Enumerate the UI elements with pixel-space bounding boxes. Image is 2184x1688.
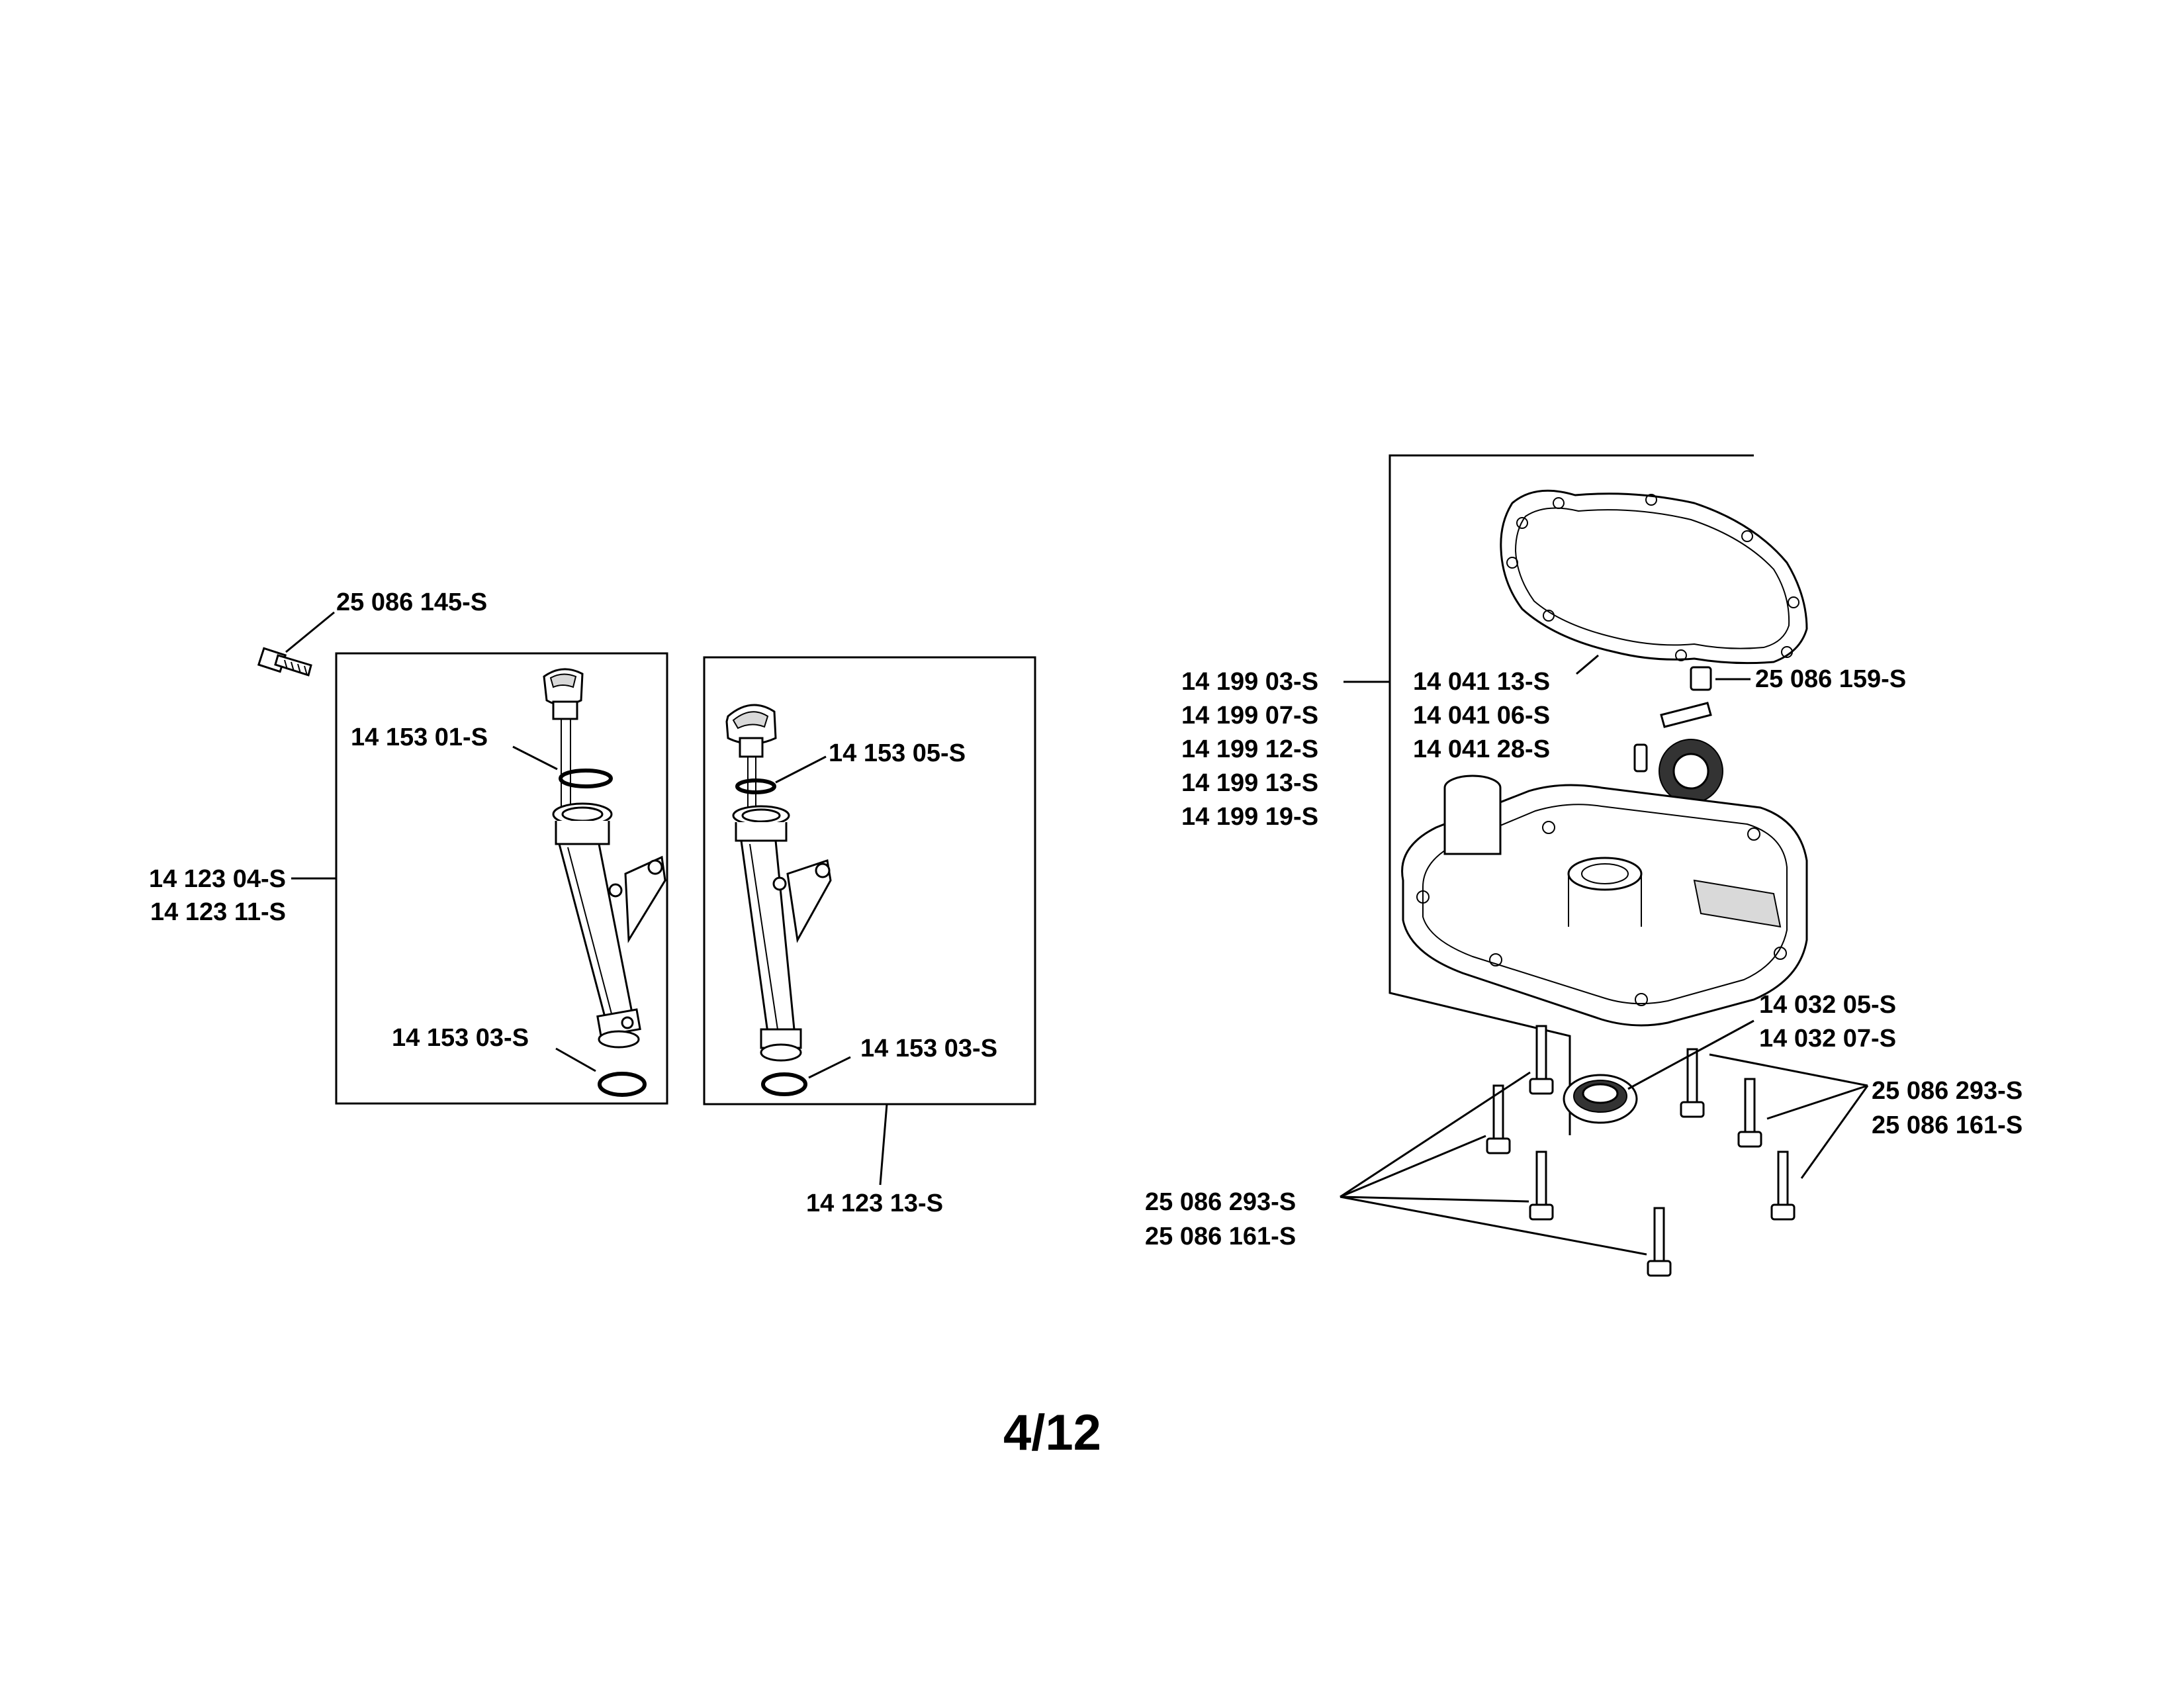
bolts-drawing bbox=[1486, 1025, 1796, 1277]
bolt-4 bbox=[1647, 1207, 1672, 1277]
bolts-left-label-2: 25 086 161-S bbox=[1145, 1223, 1296, 1250]
dipstick-oring-leader-2 bbox=[775, 755, 827, 784]
cover-label-5: 14 199 19-S bbox=[1181, 803, 1318, 831]
dipstick-oring-label-1: 14 153 01-S bbox=[351, 724, 488, 751]
dipstick-tube-drawing-1 bbox=[543, 668, 666, 1049]
tube-label-1: 14 123 04-S bbox=[149, 865, 286, 893]
screw-label: 25 086 145-S bbox=[336, 588, 487, 616]
dipstick-box-2 bbox=[703, 656, 1036, 1105]
gasket-leader bbox=[1576, 654, 1599, 675]
dipstick-oring-label-2: 14 153 05-S bbox=[829, 739, 966, 767]
cover-label-4: 14 199 13-S bbox=[1181, 769, 1318, 797]
screw-leader bbox=[285, 611, 335, 653]
oil-seal-drawing bbox=[1563, 1074, 1638, 1124]
tube-label-2: 14 123 11-S bbox=[150, 898, 286, 926]
bolt-3 bbox=[1529, 1150, 1554, 1221]
dipstick-tube-drawing-2 bbox=[725, 704, 832, 1062]
gasket-label-1: 14 041 13-S bbox=[1413, 668, 1550, 696]
bolts-left-label-1: 25 086 293-S bbox=[1145, 1188, 1296, 1216]
bolts-right-leaders bbox=[1709, 1053, 1869, 1179]
bolts-left-leaders bbox=[1340, 1071, 1647, 1256]
cover-label-1: 14 199 03-S bbox=[1181, 668, 1318, 696]
bolt-1 bbox=[1529, 1025, 1554, 1095]
screw-part-drawing bbox=[257, 647, 312, 677]
seal-leader bbox=[1627, 1019, 1754, 1090]
bolt-2 bbox=[1486, 1084, 1511, 1154]
bolts-right-label-1: 25 086 293-S bbox=[1872, 1077, 2023, 1105]
assembly-leader bbox=[879, 1103, 888, 1186]
gasket-drawing bbox=[1500, 489, 1808, 665]
base-oring-label-2: 14 153 03-S bbox=[860, 1035, 997, 1062]
bolt-6 bbox=[1737, 1078, 1762, 1148]
cover-drawing bbox=[1401, 774, 1808, 1027]
gasket-label-2: 14 041 06-S bbox=[1413, 702, 1550, 729]
dipstick-oring-leader-1 bbox=[512, 745, 558, 771]
base-oring-label-1: 14 153 03-S bbox=[392, 1024, 529, 1052]
page-number: 4/12 bbox=[1003, 1405, 1101, 1461]
gasket-label-3: 14 041 28-S bbox=[1413, 735, 1550, 763]
bolt-5 bbox=[1680, 1048, 1705, 1118]
gear-screw-label: 25 086 159-S bbox=[1755, 665, 1906, 693]
cover-label-2: 14 199 07-S bbox=[1181, 702, 1318, 729]
assembly-label: 14 123 13-S bbox=[806, 1190, 943, 1217]
seal-label-2: 14 032 07-S bbox=[1759, 1025, 1896, 1053]
bolt-7 bbox=[1770, 1150, 1796, 1221]
base-oring-leader-2 bbox=[808, 1056, 851, 1079]
cover-frame bbox=[1388, 454, 1754, 1135]
base-oring-leader-1 bbox=[555, 1047, 596, 1072]
seal-label-1: 14 032 05-S bbox=[1759, 991, 1896, 1019]
base-oring-1 bbox=[598, 1072, 647, 1097]
cover-label-3: 14 199 12-S bbox=[1181, 735, 1318, 763]
bolts-right-label-2: 25 086 161-S bbox=[1872, 1111, 2023, 1139]
gear-drawing bbox=[1633, 666, 1723, 804]
base-oring-2 bbox=[761, 1072, 807, 1096]
